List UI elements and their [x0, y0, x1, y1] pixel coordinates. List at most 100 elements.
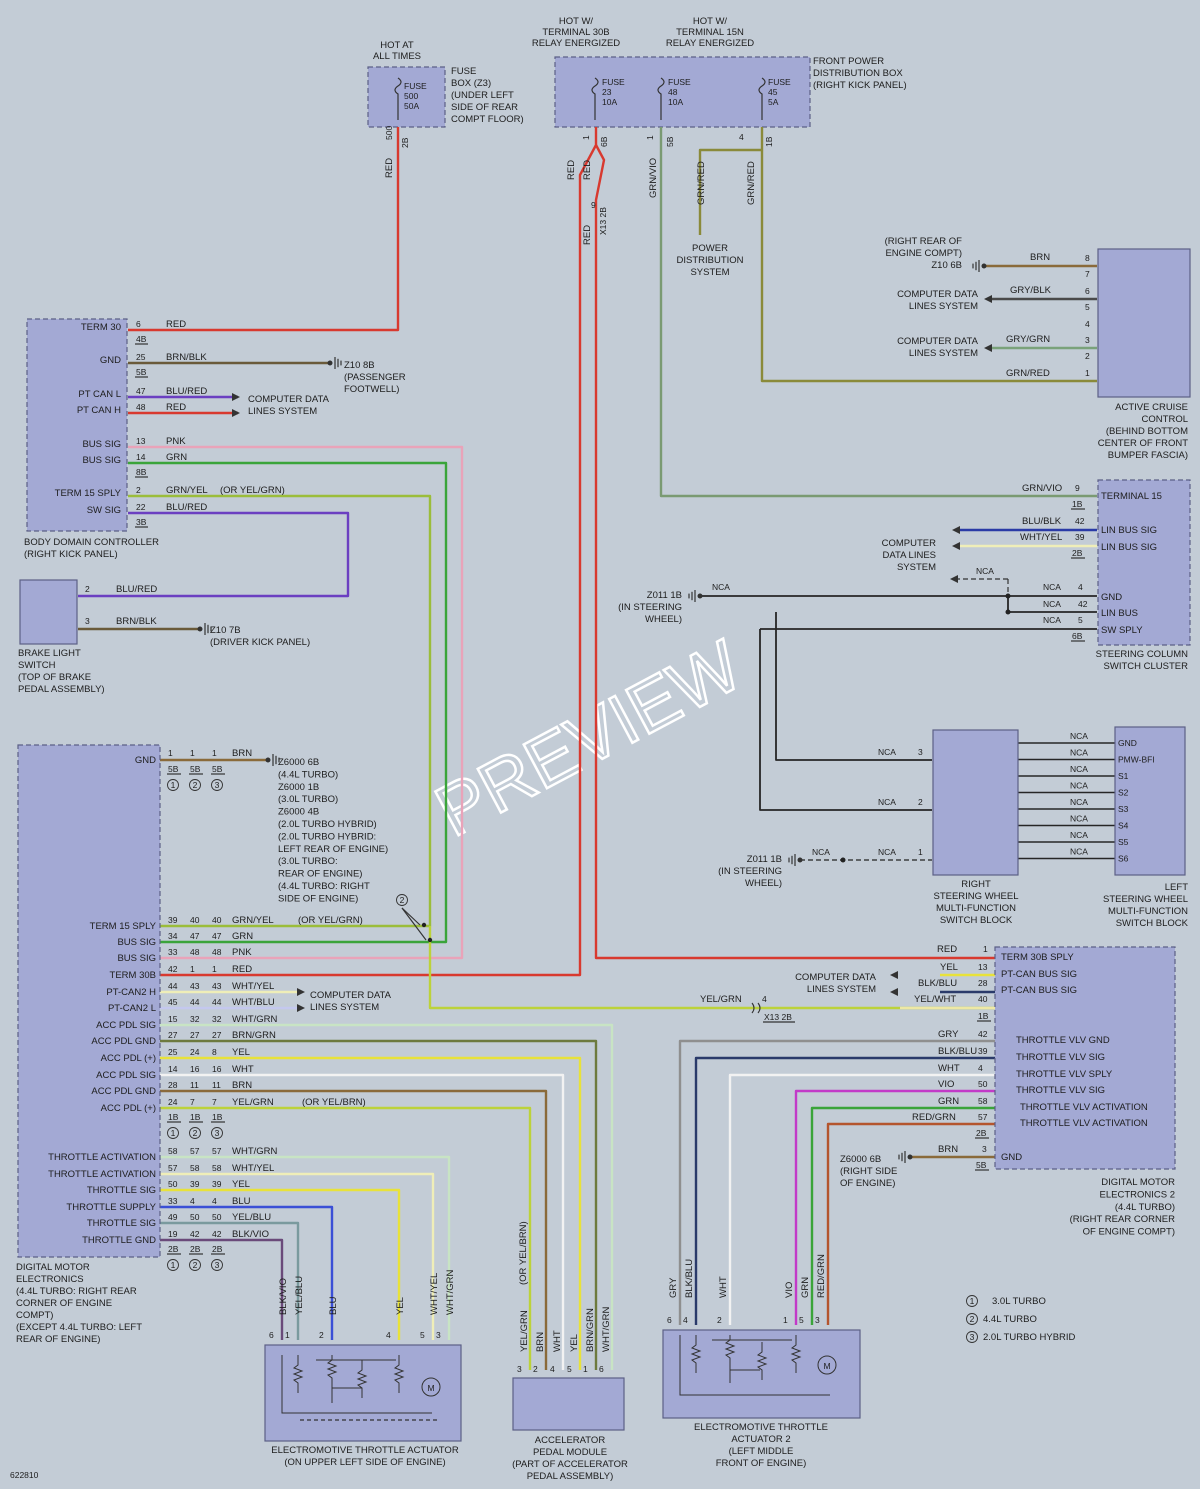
variant-circle-icon — [189, 1259, 201, 1271]
connector-label: 5B — [976, 1160, 987, 1170]
front-power-distribution-box — [554, 56, 811, 128]
wire-color-label: RED/GRN — [912, 1112, 956, 1123]
dme-pin-name: THROTTLE SIG — [87, 1185, 156, 1196]
wire-color-label: WHT/YEL — [232, 1163, 274, 1174]
pin-number: 1 — [190, 964, 195, 974]
pin-number: 4 — [683, 1315, 688, 1325]
fuse-icon — [394, 77, 402, 120]
arrow-left-icon — [952, 526, 960, 534]
arrow-left-icon — [890, 988, 898, 996]
wire-color-label: YEL/WHT — [914, 994, 956, 1005]
pin-number: 5 — [420, 1330, 425, 1340]
computer-data-lines-label: COMPUTER DATA — [897, 289, 979, 300]
pin-number: 48 — [136, 402, 146, 412]
wire-color-label: GRY/BLK — [1010, 285, 1052, 296]
wire-color-label: WHT/GRN — [601, 1306, 612, 1352]
scsc-pin-name: LIN BUS SIG — [1101, 525, 1157, 536]
wire-brngrn-accpdl — [160, 1039, 598, 1370]
wire-color-label: GRN — [232, 931, 253, 942]
variant-number: 3 — [215, 780, 220, 790]
wire-grnvio — [659, 127, 1097, 498]
variant-pointer — [401, 907, 427, 941]
pin-number: 1 — [212, 964, 217, 974]
dme2-pin-name: THROTTLE VLV GND — [1016, 1035, 1110, 1046]
wire-color-label: WHT/YEL — [429, 1273, 440, 1315]
variant-pointer — [401, 907, 421, 926]
ground-dot-icon — [265, 757, 271, 763]
pin-number: 57 — [190, 1146, 200, 1156]
fuse-label: FUSE — [404, 81, 427, 91]
wire-color-label: RED — [582, 225, 593, 245]
eta2-title: FRONT OF ENGINE) — [716, 1458, 807, 1469]
ground-ref-label: WHEEL) — [745, 878, 782, 889]
motor-icon — [817, 1355, 837, 1375]
ground-dot-icon — [197, 626, 203, 632]
ground-ref-label: Z6000 4B — [278, 807, 319, 818]
computer-data-lines-label: COMPUTER — [882, 538, 937, 549]
wire-color-label: BLU/RED — [116, 584, 157, 595]
splice-dot — [421, 922, 427, 928]
pin-number: 2 — [717, 1315, 722, 1325]
fuse-box-label: SIDE OF REAR — [451, 102, 518, 113]
legend-label: 4.4L TURBO — [983, 1314, 1037, 1325]
ground-ref-label: (IN STEERING — [618, 602, 682, 613]
pin-number: 58 — [190, 1163, 200, 1173]
wire-color-label: RED — [937, 944, 957, 955]
hot-label: HOT W/ — [559, 16, 593, 27]
pin-number: 15 — [168, 1014, 178, 1024]
wire-whtgrn-thr — [160, 1155, 451, 1340]
dme-pin-name: ACC PDL SIG — [96, 1020, 156, 1031]
ground-ref-label: Z10 6B — [931, 260, 962, 271]
pin-number: 28 — [978, 978, 988, 988]
pin-number: 28 — [168, 1080, 178, 1090]
pin-number: 2 — [85, 584, 90, 594]
connector-label: 4B — [136, 334, 147, 344]
wire-color-label: GRN/YEL — [166, 485, 208, 496]
acc-title: CENTER OF FRONT — [1098, 438, 1188, 449]
variant-number: 1 — [171, 1128, 176, 1138]
pin-number: 40 — [212, 915, 222, 925]
wire-color-label: YEL/BLU — [294, 1276, 305, 1315]
scsc-pin-name: LIN BUS SIG — [1101, 542, 1157, 553]
left-steering-wheel-switch-block — [1114, 726, 1186, 876]
wire-blkvio-thr — [160, 1238, 284, 1340]
wire-color-label: VIO — [938, 1079, 954, 1090]
accelerator-pedal-module — [512, 1377, 625, 1431]
motor-icon — [421, 1377, 441, 1397]
pin-number: 44 — [190, 997, 200, 1007]
pin-number: 1 — [581, 135, 591, 140]
pin-number: 3 — [918, 747, 923, 757]
wire-color-label: BLU/BLK — [1022, 516, 1062, 527]
splice-dot — [840, 857, 846, 863]
brake-switch-title: PEDAL ASSEMBLY) — [18, 684, 105, 695]
scsc-pin-name: LIN BUS — [1101, 608, 1138, 619]
wire-note: (OR YEL/BRN) — [518, 1221, 529, 1285]
ground-ref-label: (DRIVER KICK PANEL) — [210, 637, 310, 648]
wire-color-label: YEL — [569, 1334, 580, 1352]
wire-color-label: WHT/GRN — [232, 1014, 278, 1025]
pin-number: 57 — [168, 1163, 178, 1173]
motor-icon-label: M — [823, 1361, 830, 1371]
dme2-pin-name: THROTTLE VLV SIG — [1016, 1052, 1105, 1063]
computer-data-lines-label: COMPUTER DATA — [795, 972, 877, 983]
fuse-box-label: BOX (Z3) — [451, 78, 491, 89]
wire-color-label: RED — [384, 158, 395, 178]
steering-column-switch-cluster — [1097, 479, 1191, 646]
connector-label: 6B — [599, 136, 609, 147]
dme-title: ELECTRONICS — [16, 1274, 84, 1285]
splice-dot — [1005, 609, 1011, 615]
rsw-title: RIGHT — [961, 879, 991, 890]
pin-number: 48 — [212, 947, 222, 957]
dme2-title: (4.4L TURBO) — [1115, 1202, 1175, 1213]
diagram-id: 622810 — [10, 1470, 39, 1480]
wire-pnk-bussig — [128, 445, 464, 960]
digital-motor-electronics-2 — [994, 946, 1176, 1170]
ground-ref-label: Z6000 1B — [278, 782, 319, 793]
dme-title: (EXCEPT 4.4L TURBO: LEFT — [16, 1322, 142, 1333]
pin-number: 1 — [583, 1364, 588, 1374]
connector-label: 8B — [136, 467, 147, 477]
dme2-title: (RIGHT REAR CORNER — [1070, 1214, 1176, 1225]
dme2-pin-name: GND — [1001, 1152, 1022, 1163]
pin-number: 42 — [1075, 516, 1085, 526]
lsw-pin-name: S1 — [1118, 771, 1129, 781]
